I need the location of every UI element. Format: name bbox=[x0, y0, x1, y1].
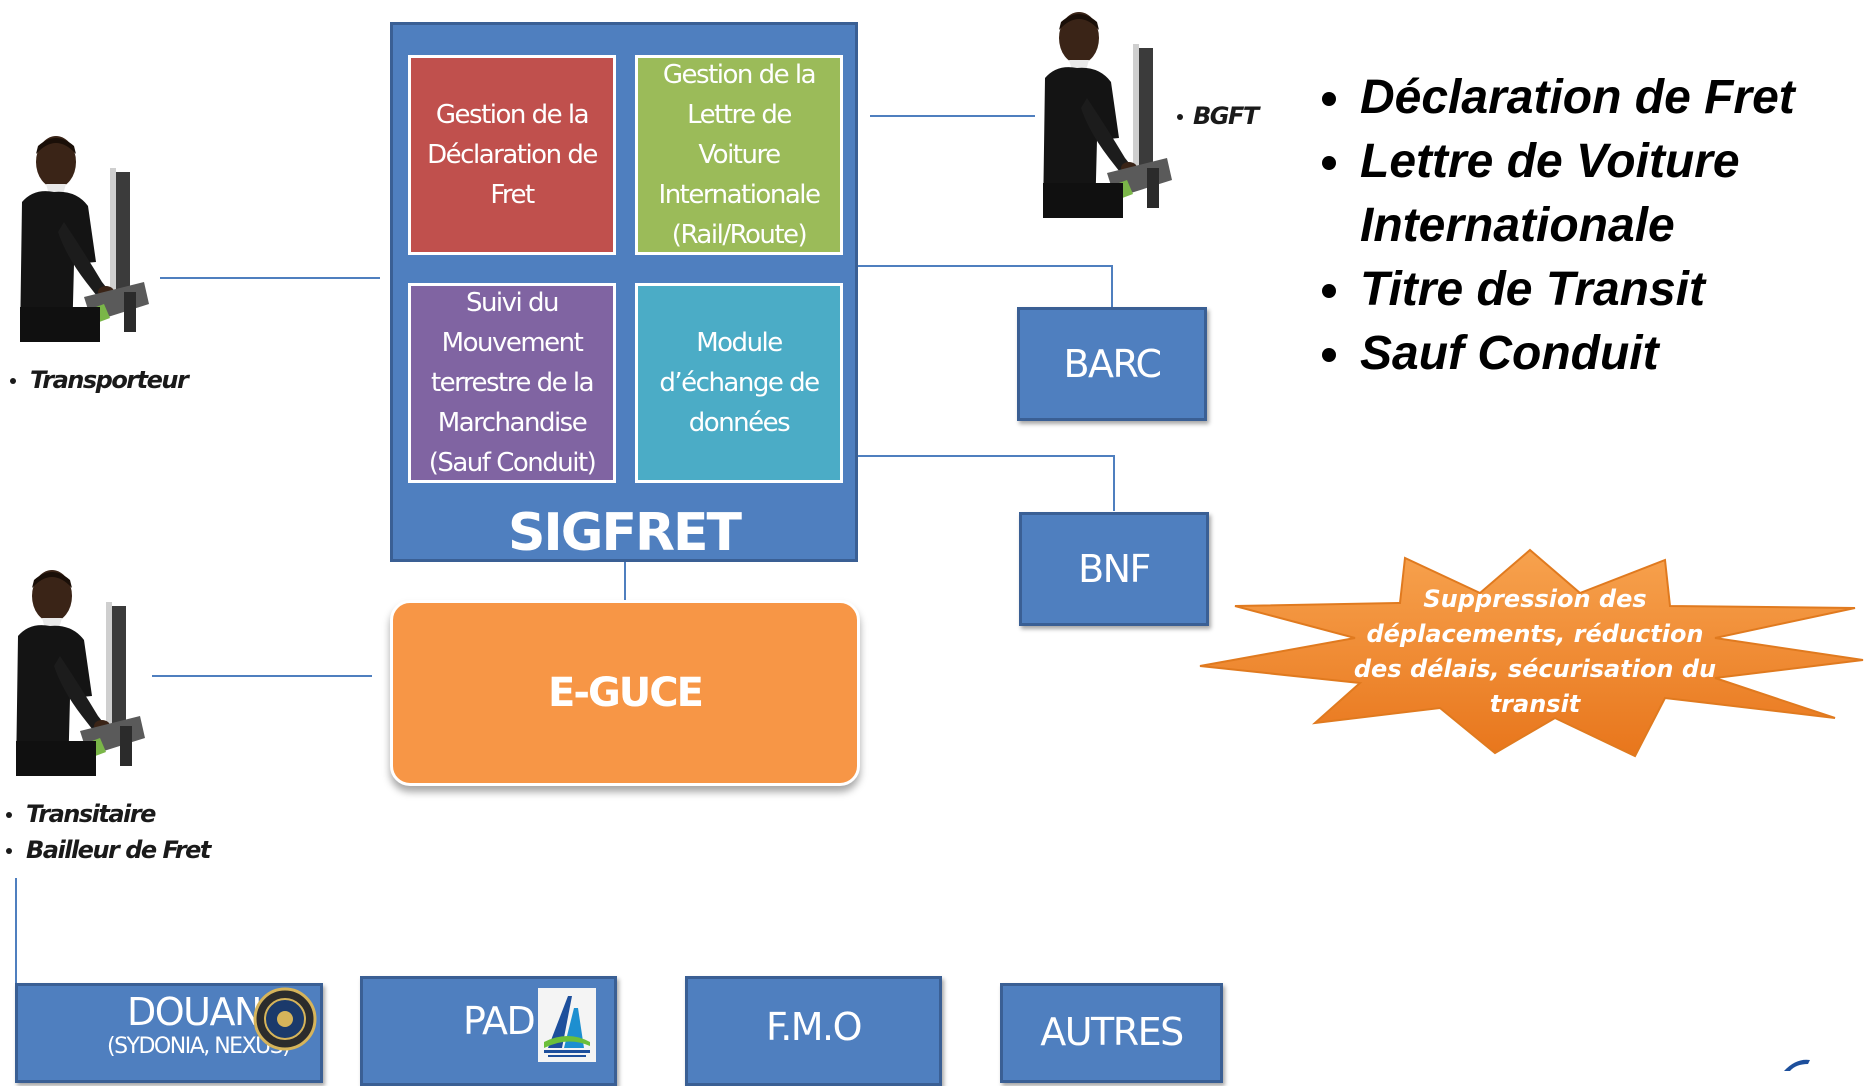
module-lettre-voiture-label: Gestion de la Lettre de Voiture Internat… bbox=[658, 60, 821, 250]
module-echange-donnees-label: Module d’échange de données bbox=[659, 328, 820, 438]
actor-bgft: BGFT bbox=[1177, 102, 1259, 130]
sigfret-title: SIGFRET bbox=[507, 503, 742, 563]
document-item: Sauf Conduit bbox=[1318, 322, 1860, 386]
bullet-icon bbox=[6, 812, 12, 818]
bullet-icon bbox=[1322, 156, 1336, 170]
document-item: Lettre de Voiture Internationale bbox=[1318, 130, 1860, 258]
bullet-icon bbox=[1322, 284, 1336, 298]
connector-sigfret-eguce bbox=[624, 562, 626, 600]
module-lettre-voiture: Gestion de la Lettre de Voiture Internat… bbox=[635, 55, 843, 255]
actor-transporteur-label: Transporteur bbox=[30, 366, 189, 394]
document-item: Déclaration de Fret bbox=[1318, 66, 1860, 130]
autres-box: AUTRES bbox=[1000, 983, 1223, 1083]
actor-bailleur: Bailleur de Fret bbox=[6, 836, 211, 864]
barc-label: BARC bbox=[1063, 342, 1162, 386]
bnf-box: BNF bbox=[1019, 512, 1209, 626]
actor-bailleur-label: Bailleur de Fret bbox=[26, 836, 211, 864]
fmo-box: F.M.O bbox=[685, 976, 942, 1086]
connector-transporteur-sigfret bbox=[160, 277, 380, 279]
bullet-icon bbox=[10, 378, 16, 384]
person-at-computer-icon bbox=[16, 570, 145, 776]
actor-bgft-label: BGFT bbox=[1193, 102, 1259, 130]
bullet-icon bbox=[6, 848, 12, 854]
bullet-icon bbox=[1177, 114, 1183, 120]
person-at-computer-icon bbox=[1043, 12, 1172, 218]
connector-sigfret-bnf-v bbox=[1113, 455, 1115, 511]
person-at-computer-icon bbox=[20, 136, 149, 342]
benefit-burst-shape bbox=[1199, 548, 1864, 758]
benefit-text: Suppression des déplacements, réduction … bbox=[1353, 585, 1717, 718]
pad-label: PAD bbox=[463, 999, 536, 1043]
bullet-icon bbox=[1322, 348, 1336, 362]
connector-actors-douane bbox=[15, 878, 17, 983]
autres-label: AUTRES bbox=[1040, 1010, 1184, 1054]
connector-sigfret-barc-v bbox=[1111, 265, 1113, 307]
connector-transitaire-eguce bbox=[152, 675, 372, 677]
document-item: Titre de Transit bbox=[1318, 258, 1860, 322]
actor-transporteur: Transporteur bbox=[10, 366, 189, 394]
document-item-label: Sauf Conduit bbox=[1360, 327, 1659, 380]
connector-bgft-sigfret bbox=[870, 115, 1035, 117]
document-list: Déclaration de Fret Lettre de Voiture In… bbox=[1318, 66, 1860, 386]
fmo-label: F.M.O bbox=[765, 1005, 863, 1049]
connector-sigfret-barc-h bbox=[858, 265, 1113, 267]
barc-box: BARC bbox=[1017, 307, 1207, 421]
module-declaration-fret-label: Gestion de la Déclaration de Fret bbox=[427, 100, 598, 210]
document-item-label: Déclaration de Fret bbox=[1360, 71, 1795, 124]
document-item-label: Titre de Transit bbox=[1360, 263, 1705, 316]
connector-sigfret-bnf-h bbox=[858, 455, 1115, 457]
module-declaration-fret: Gestion de la Déclaration de Fret bbox=[408, 55, 616, 255]
bullet-icon bbox=[1322, 92, 1336, 106]
document-item-label: Lettre de Voiture Internationale bbox=[1360, 135, 1740, 252]
module-suivi-mouvement-label: Suivi du Mouvement terrestre de la March… bbox=[428, 288, 597, 478]
actor-transitaire: Transitaire bbox=[6, 800, 156, 828]
corner-logo-icon bbox=[1784, 1059, 1810, 1071]
pad-logo-icon bbox=[538, 988, 596, 1062]
eguce-label: E-GUCE bbox=[548, 670, 704, 716]
actor-transitaire-label: Transitaire bbox=[26, 800, 156, 828]
module-echange-donnees: Module d’échange de données bbox=[635, 283, 843, 483]
module-suivi-mouvement: Suivi du Mouvement terrestre de la March… bbox=[408, 283, 616, 483]
sigfret-system: Gestion de la Déclaration de Fret Gestio… bbox=[390, 22, 858, 563]
eguce-platform: E-GUCE bbox=[390, 600, 860, 786]
bnf-label: BNF bbox=[1078, 547, 1151, 591]
douane-seal-icon bbox=[253, 987, 317, 1051]
